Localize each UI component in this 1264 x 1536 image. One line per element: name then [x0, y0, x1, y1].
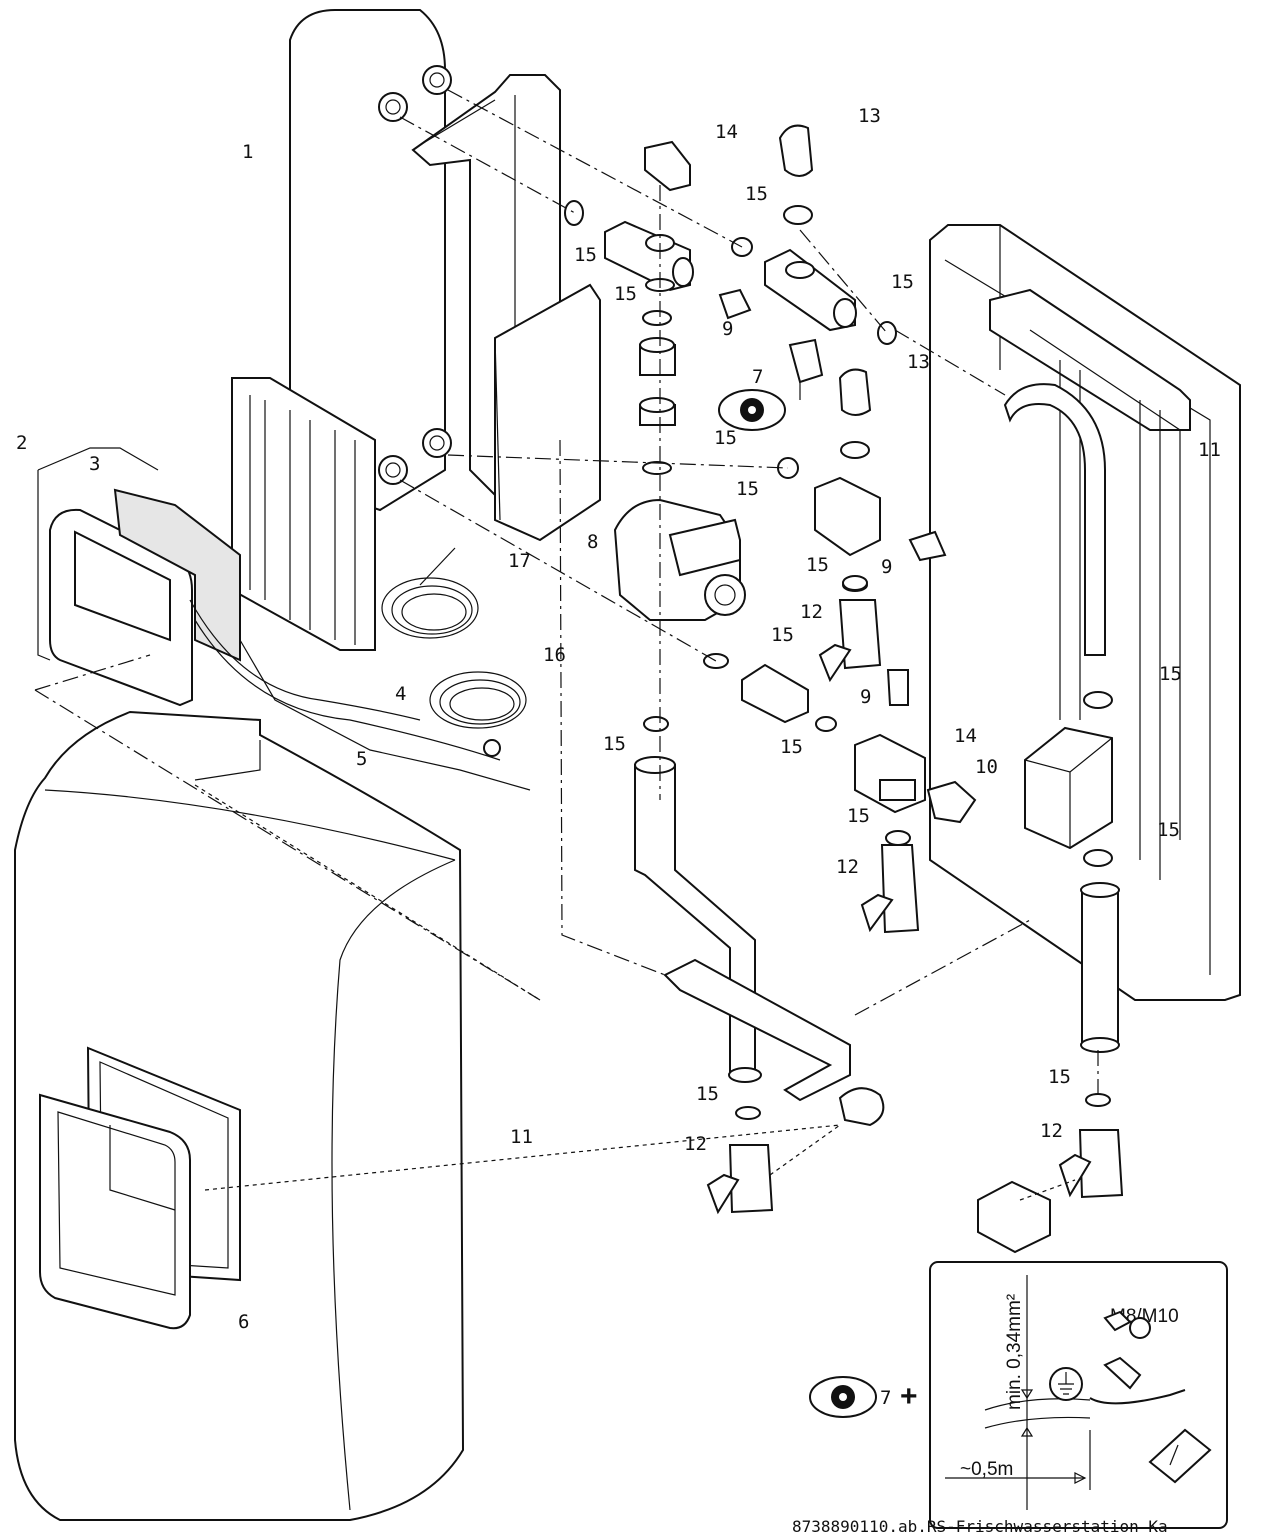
ball-valve-12c: [706, 1106, 774, 1215]
callout-13: 13: [907, 351, 930, 373]
alignment-lines: [34, 89, 1099, 1201]
callout-4: 4: [395, 683, 406, 705]
callout-10: 10: [975, 756, 998, 778]
callout-3: 3: [89, 453, 100, 475]
callout-12: 12: [836, 856, 859, 878]
callout-9: 9: [722, 318, 733, 340]
ball-valve-12a: [818, 599, 882, 683]
callout-5: 5: [356, 748, 367, 770]
pump-8: [613, 498, 746, 621]
sensor-7: [788, 338, 824, 400]
handle-6: [39, 1046, 241, 1330]
callout-17: 17: [508, 550, 531, 572]
callout-14: 14: [715, 121, 738, 143]
callout-12: 12: [800, 601, 823, 623]
union-nuts-left: [639, 310, 676, 475]
callout-15: 15: [614, 283, 637, 305]
callout-15: 15: [714, 427, 737, 449]
vent-valve-14-lower: [926, 780, 977, 824]
seal-rings-15: [564, 200, 1113, 867]
callout-15: 15: [806, 554, 829, 576]
callout-15: 15: [1048, 1066, 1071, 1088]
controller-2: [37, 447, 531, 791]
callout-15: 15: [736, 478, 759, 500]
callout-15: 15: [603, 733, 626, 755]
small-bracket: [977, 1180, 1051, 1254]
callout-15: 15: [847, 805, 870, 827]
eye-symbol-inset: [809, 1376, 877, 1418]
callout-7: 7: [752, 366, 763, 388]
ball-valve-12b: [860, 844, 920, 934]
callout-15: 15: [745, 183, 768, 205]
callout-15: 15: [1157, 819, 1180, 841]
callout-11: 11: [1198, 439, 1221, 461]
down-pipe: [634, 756, 762, 1083]
front-cover-11: [14, 710, 465, 1521]
callout-16: 16: [543, 644, 566, 666]
cable-section-label: min. 0,34mm²: [1004, 1294, 1025, 1410]
four-way-fitting-lower: [854, 733, 926, 814]
union-elbow-lower: [703, 653, 837, 732]
inset-reference-number: 7: [880, 1387, 891, 1409]
sensor-cable-17: [381, 547, 479, 639]
callout-13: 13: [858, 105, 881, 127]
callout-labels: 1234567899910111112121212131314141515151…: [16, 105, 1221, 1333]
eye-symbol: [718, 389, 786, 431]
callout-6: 6: [238, 1311, 249, 1333]
callout-1: 1: [242, 141, 253, 163]
callout-9: 9: [860, 686, 871, 708]
callout-15: 15: [780, 736, 803, 758]
rear-housing-11: [929, 224, 1241, 1053]
sheet-bracket: [494, 283, 601, 542]
callout-11: 11: [510, 1126, 533, 1148]
vent-valve-14-top: [644, 140, 691, 192]
callout-2: 2: [16, 432, 27, 454]
callout-9: 9: [881, 556, 892, 578]
callout-8: 8: [587, 531, 598, 553]
pipe-clip: [838, 1087, 885, 1127]
callout-12: 12: [684, 1133, 707, 1155]
callout-15: 15: [574, 244, 597, 266]
fitting-13-top: [778, 124, 814, 225]
ball-valve-12d: [1058, 1093, 1124, 1199]
cable-length-label: ~0,5m: [960, 1459, 1013, 1480]
inset-plus-sign: +: [900, 1380, 918, 1413]
callout-12: 12: [1040, 1120, 1063, 1142]
tee-fitting-mid: [764, 248, 857, 332]
callout-15: 15: [696, 1083, 719, 1105]
actuator-10: [1024, 726, 1113, 850]
sensor-cable-16: [429, 671, 527, 757]
u-bracket: [663, 958, 851, 1102]
tee-fitting-upper: [604, 220, 694, 292]
callout-15: 15: [891, 271, 914, 293]
probes-9: [718, 288, 947, 706]
fitting-13-lower: [838, 368, 872, 459]
rear-rack: [231, 377, 376, 651]
callout-15: 15: [771, 624, 794, 646]
document-reference: 8738890110.ab.RS-Frischwasserstation Ka: [792, 1517, 1168, 1536]
callout-15: 15: [1159, 663, 1182, 685]
callout-14: 14: [954, 725, 977, 747]
grounding-inset: 7 + min. 0,34mm² M8/M10 ~0,5m: [809, 1261, 1228, 1529]
